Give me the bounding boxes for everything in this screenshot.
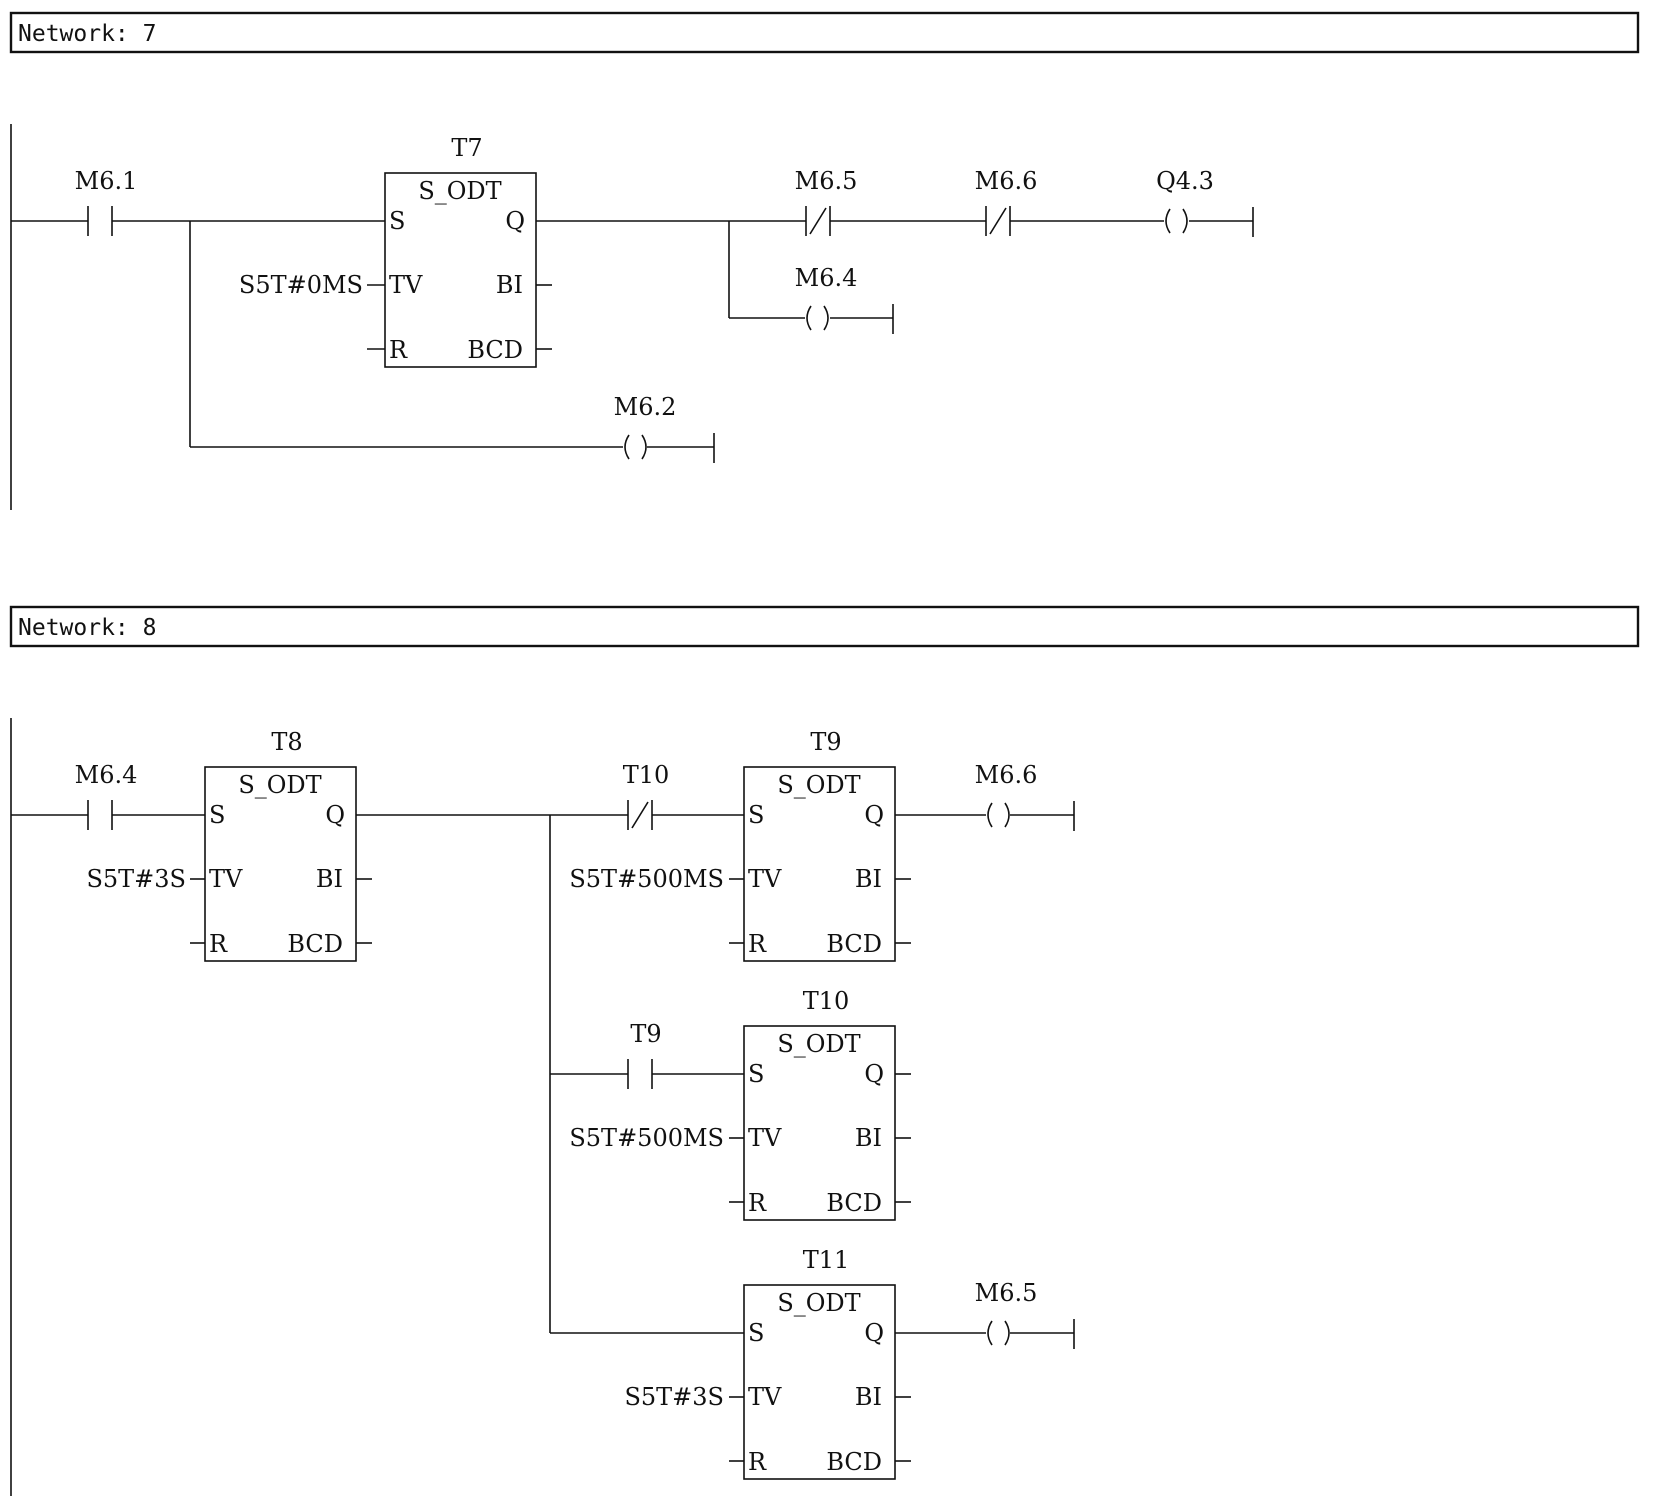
pin-tv: TV [748, 1124, 782, 1152]
coil-label: Q4.3 [1156, 167, 1214, 195]
contact-label: T10 [623, 761, 670, 789]
pin-bi: BI [316, 865, 343, 893]
pin-s: S [748, 1319, 764, 1347]
pin-tv: TV [748, 865, 782, 893]
pin-tv: TV [748, 1383, 782, 1411]
pin-bcd: BCD [826, 1448, 882, 1476]
timer-preset: S5T#3S [86, 865, 186, 893]
network-7-header[interactable] [9, 11, 1640, 54]
pin-bi: BI [496, 271, 523, 299]
pin-r: R [748, 930, 767, 958]
pin-s: S [748, 801, 764, 829]
pin-q: Q [325, 801, 345, 829]
timer-type: S_ODT [777, 771, 860, 799]
pin-bi: BI [855, 1124, 882, 1152]
pin-s: S [389, 207, 405, 235]
pin-r: R [209, 930, 228, 958]
coil-label: M6.5 [975, 1279, 1038, 1307]
contact-label: M6.5 [795, 167, 858, 195]
pin-tv: TV [389, 271, 423, 299]
timer-preset: S5T#500MS [569, 865, 724, 893]
timer-block-t7[interactable] [367, 172, 552, 368]
timer-block-t9[interactable] [729, 766, 911, 962]
pin-q: Q [864, 1060, 884, 1088]
coil-label: M6.6 [975, 761, 1038, 789]
coil-q4-3[interactable] [1165, 207, 1254, 237]
timer-name: T7 [451, 134, 482, 162]
timer-name: T11 [803, 1246, 850, 1274]
pin-q: Q [505, 207, 525, 235]
pin-q: Q [864, 801, 884, 829]
contact-no-t9[interactable] [627, 1059, 653, 1089]
coil-m6-6[interactable] [987, 801, 1075, 831]
pin-bi: BI [855, 865, 882, 893]
coil-label: M6.4 [795, 264, 858, 292]
contact-label: M6.4 [75, 761, 138, 789]
pin-r: R [748, 1189, 767, 1217]
contact-label: T9 [630, 1020, 661, 1048]
coil-m6-4[interactable] [806, 304, 894, 334]
contact-label: M6.6 [975, 167, 1038, 195]
pin-tv: TV [209, 865, 243, 893]
pin-bi: BI [855, 1383, 882, 1411]
pin-r: R [389, 336, 408, 364]
timer-type: S_ODT [777, 1030, 860, 1058]
timer-type: S_ODT [777, 1289, 860, 1317]
coil-m6-5[interactable] [987, 1319, 1075, 1349]
coil-label: M6.2 [614, 393, 677, 421]
timer-name: T9 [810, 728, 841, 756]
pin-bcd: BCD [287, 930, 343, 958]
timer-preset: S5T#500MS [569, 1124, 724, 1152]
pin-bcd: BCD [467, 336, 523, 364]
timer-preset: S5T#3S [624, 1383, 724, 1411]
network-8-title: Network: 8 [18, 615, 156, 641]
timer-type: S_ODT [238, 771, 321, 799]
pin-bcd: BCD [826, 930, 882, 958]
timer-type: S_ODT [418, 177, 501, 205]
network-7-title: Network: 7 [18, 21, 156, 47]
pin-s: S [748, 1060, 764, 1088]
coil-m6-2[interactable] [624, 433, 715, 463]
timer-block-t8[interactable] [190, 766, 372, 962]
timer-name: T10 [803, 987, 850, 1015]
timer-block-t11[interactable] [729, 1284, 911, 1480]
contact-no-m6-1[interactable] [87, 206, 113, 236]
contact-label: M6.1 [75, 167, 138, 195]
network-7: Network: 7 M6.1 T7 S_ODT S [9, 11, 1640, 510]
pin-q: Q [864, 1319, 884, 1347]
contact-nc-m6-6[interactable] [985, 206, 1011, 236]
network-8: Network: 8 M6.4 T8 S_ODT S [9, 605, 1640, 1496]
contact-nc-m6-5[interactable] [805, 206, 831, 236]
pin-s: S [209, 801, 225, 829]
timer-name: T8 [271, 728, 302, 756]
timer-preset: S5T#0MS [239, 271, 363, 299]
contact-nc-t10[interactable] [627, 800, 653, 830]
timer-block-t10[interactable] [729, 1025, 911, 1221]
pin-bcd: BCD [826, 1189, 882, 1217]
network-8-header[interactable] [9, 605, 1640, 648]
contact-no-m6-4[interactable] [87, 800, 113, 830]
pin-r: R [748, 1448, 767, 1476]
